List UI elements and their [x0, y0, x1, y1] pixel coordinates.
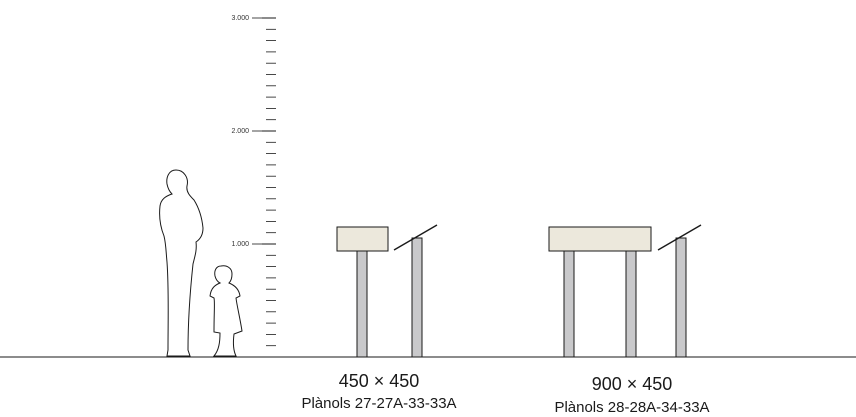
table-top — [336, 226, 389, 252]
lectern-slanted-top — [657, 224, 702, 251]
table-leg-left — [563, 250, 575, 358]
scale-ticks — [262, 17, 276, 358]
table-leg-right — [625, 250, 637, 358]
scale-label-1000: 1.000 — [231, 241, 249, 248]
fixture-900x450: 900 × 450 Plànols 28-28A-34-33A — [548, 224, 710, 416]
fixture-plans-label: Plànols 28-28A-34-33A — [554, 399, 709, 416]
fixture-plans-label: Plànols 27-27A-33-33A — [301, 395, 456, 412]
adult-figure — [159, 169, 204, 357]
child-figure — [209, 265, 243, 357]
lectern-post — [411, 237, 423, 358]
scale-label-3000: 3.000 — [231, 15, 249, 22]
lectern-slanted-top — [393, 224, 438, 251]
fixture-size-label: 900 × 450 — [592, 374, 673, 394]
height-scale: 3.000 2.000 1.000 — [231, 15, 276, 358]
table-top — [548, 226, 652, 252]
table-leg — [356, 250, 368, 358]
fixture-450x450: 450 × 450 Plànols 27-27A-33-33A — [301, 224, 457, 412]
scale-label-2000: 2.000 — [231, 128, 249, 135]
fixture-size-label: 450 × 450 — [339, 371, 420, 391]
lectern-post — [675, 237, 687, 358]
